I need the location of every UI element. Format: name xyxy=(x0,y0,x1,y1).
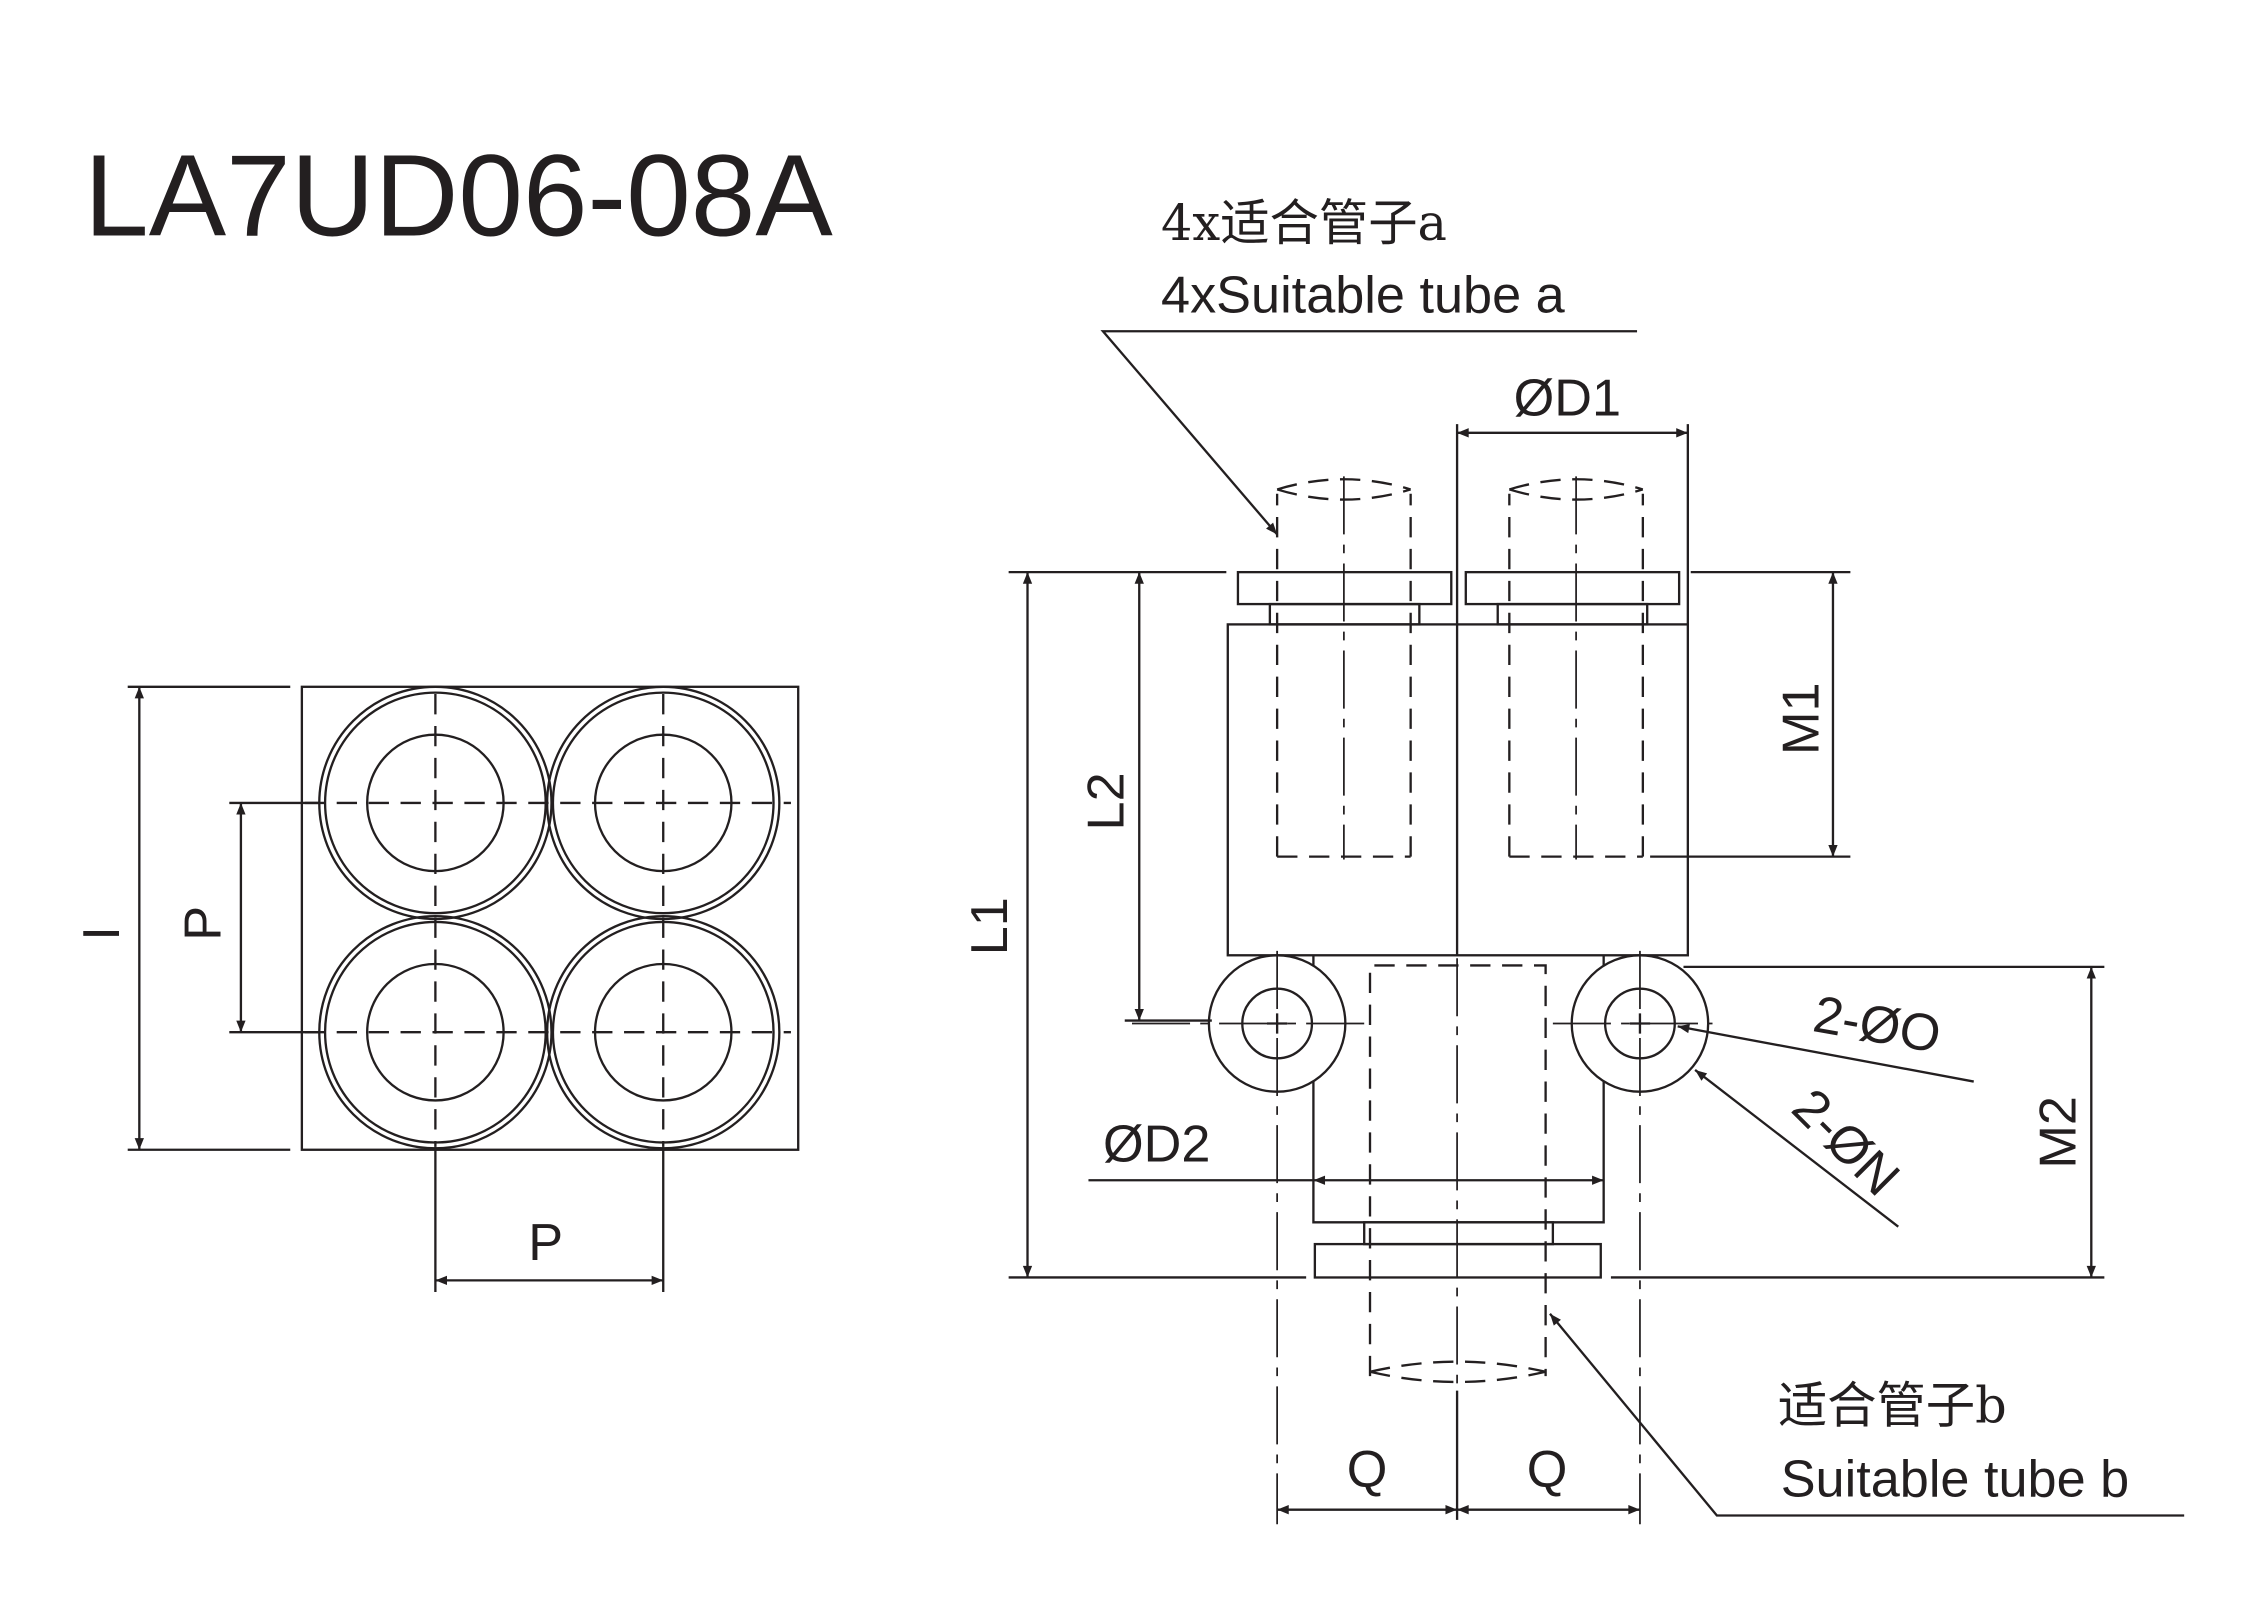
leader-n xyxy=(1694,1069,1899,1228)
label-o: 2-ØO xyxy=(1809,985,1945,1064)
page-title: LA7UD06-08A xyxy=(84,130,833,260)
label-l2: L2 xyxy=(1077,772,1135,830)
label-q-right: Q xyxy=(1527,1440,1568,1498)
port-circles xyxy=(318,685,781,1150)
label-tube-a-cn: 4x适合管子a xyxy=(1161,194,1447,252)
leader-o xyxy=(1677,1023,1974,1083)
end-view: I P P xyxy=(73,685,800,1292)
leader-tube-b xyxy=(1549,1313,2185,1517)
leader-tube-a xyxy=(1100,330,1638,536)
label-q-left: Q xyxy=(1347,1440,1388,1498)
label-p-horizontal: P xyxy=(528,1214,563,1272)
label-p-vertical: P xyxy=(175,906,233,941)
label-m1: M1 xyxy=(1772,682,1830,755)
label-tube-b-en: Suitable tube b xyxy=(1781,1451,2130,1509)
label-d1: ØD1 xyxy=(1514,369,1621,427)
label-n: 2-ØN xyxy=(1781,1078,1910,1207)
label-d2: ØD2 xyxy=(1103,1115,1210,1173)
label-tube-a-en: 4xSuitable tube a xyxy=(1161,266,1566,324)
label-m2: M2 xyxy=(2029,1096,2087,1169)
side-view: 4x适合管子a 4xSuitable tube a ØD1 M1 L2 L1 2… xyxy=(961,194,2185,1525)
label-i: I xyxy=(73,926,131,941)
label-l1: L1 xyxy=(961,897,1019,955)
label-tube-b-cn: 适合管子b xyxy=(1778,1377,2007,1435)
